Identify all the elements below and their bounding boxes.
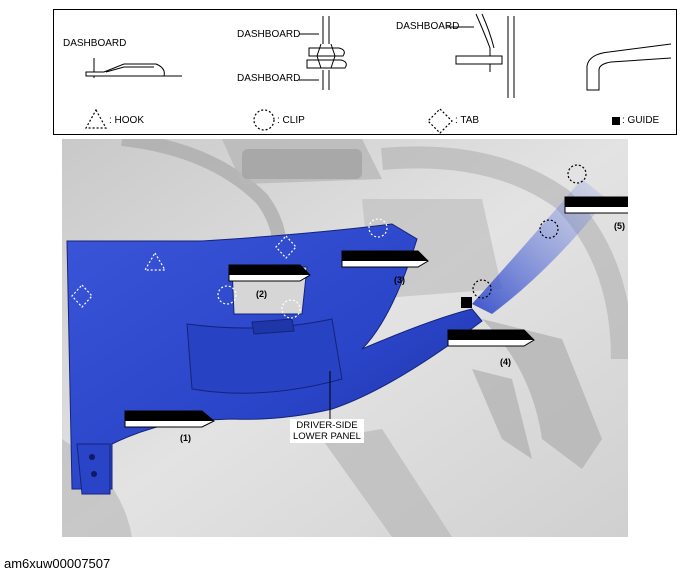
hook-detail-drawing: [85, 58, 182, 78]
panel-label-line-1: DRIVER-SIDE: [296, 420, 358, 431]
guide-detail-drawing: [586, 43, 672, 91]
removal-arrow-1: [124, 410, 215, 428]
clip-marker-6: [567, 164, 587, 184]
figure-id: am6xuw00007507: [4, 556, 111, 571]
guide-marker: [461, 297, 472, 308]
callout-5: (5): [614, 221, 625, 231]
tab-detail-drawing: [446, 13, 515, 98]
tab-diamond-icon: [427, 108, 453, 134]
tab-marker-top: [275, 235, 297, 259]
legend-hook-text: : HOOK: [109, 115, 145, 126]
legend-guide-text: : GUIDE: [622, 115, 660, 126]
hook-marker: [143, 251, 167, 271]
clip-marker-4: [472, 279, 492, 299]
clip-detail-drawing: [299, 16, 347, 90]
hook-triangle-icon: [84, 108, 108, 129]
callout-3: (3): [394, 275, 405, 285]
callout-4: (4): [500, 357, 511, 367]
clip-marker-2: [281, 299, 301, 319]
hook-dashboard-label: DASHBOARD: [63, 38, 127, 49]
removal-arrow-4: [447, 329, 535, 347]
driver-side-lower-panel-label: DRIVER-SIDE LOWER PANEL: [290, 419, 364, 443]
removal-arrow-2: [228, 264, 311, 282]
dashboard-scene: [62, 139, 628, 537]
callout-2: (2): [256, 289, 267, 299]
removal-arrow-3: [341, 250, 429, 268]
panel-label-line-2: LOWER PANEL: [293, 431, 361, 442]
clip-dashboard-label-bottom: DASHBOARD: [237, 73, 301, 84]
legend-clip-text: : CLIP: [277, 115, 305, 126]
legend-box: DASHBOARD DASHBOARD DASHBOARD DASHBOARD …: [53, 9, 677, 135]
tab-dashboard-label: DASHBOARD: [396, 21, 460, 32]
clip-marker-1: [217, 285, 237, 305]
dashboard-illustration: (1) (2) (3) (4) (5) DRIVER-SIDE LOWER PA…: [62, 139, 628, 537]
callout-1: (1): [180, 433, 191, 443]
legend-tab-text: : TAB: [455, 115, 480, 126]
clip-marker-3: [368, 218, 388, 238]
clip-circle-icon: [253, 109, 275, 131]
clip-dashboard-label-top: DASHBOARD: [237, 29, 301, 40]
guide-square-icon: [612, 117, 620, 125]
clip-marker-5: [539, 219, 559, 239]
removal-arrow-5: [564, 196, 628, 214]
tab-marker-left: [71, 284, 93, 308]
